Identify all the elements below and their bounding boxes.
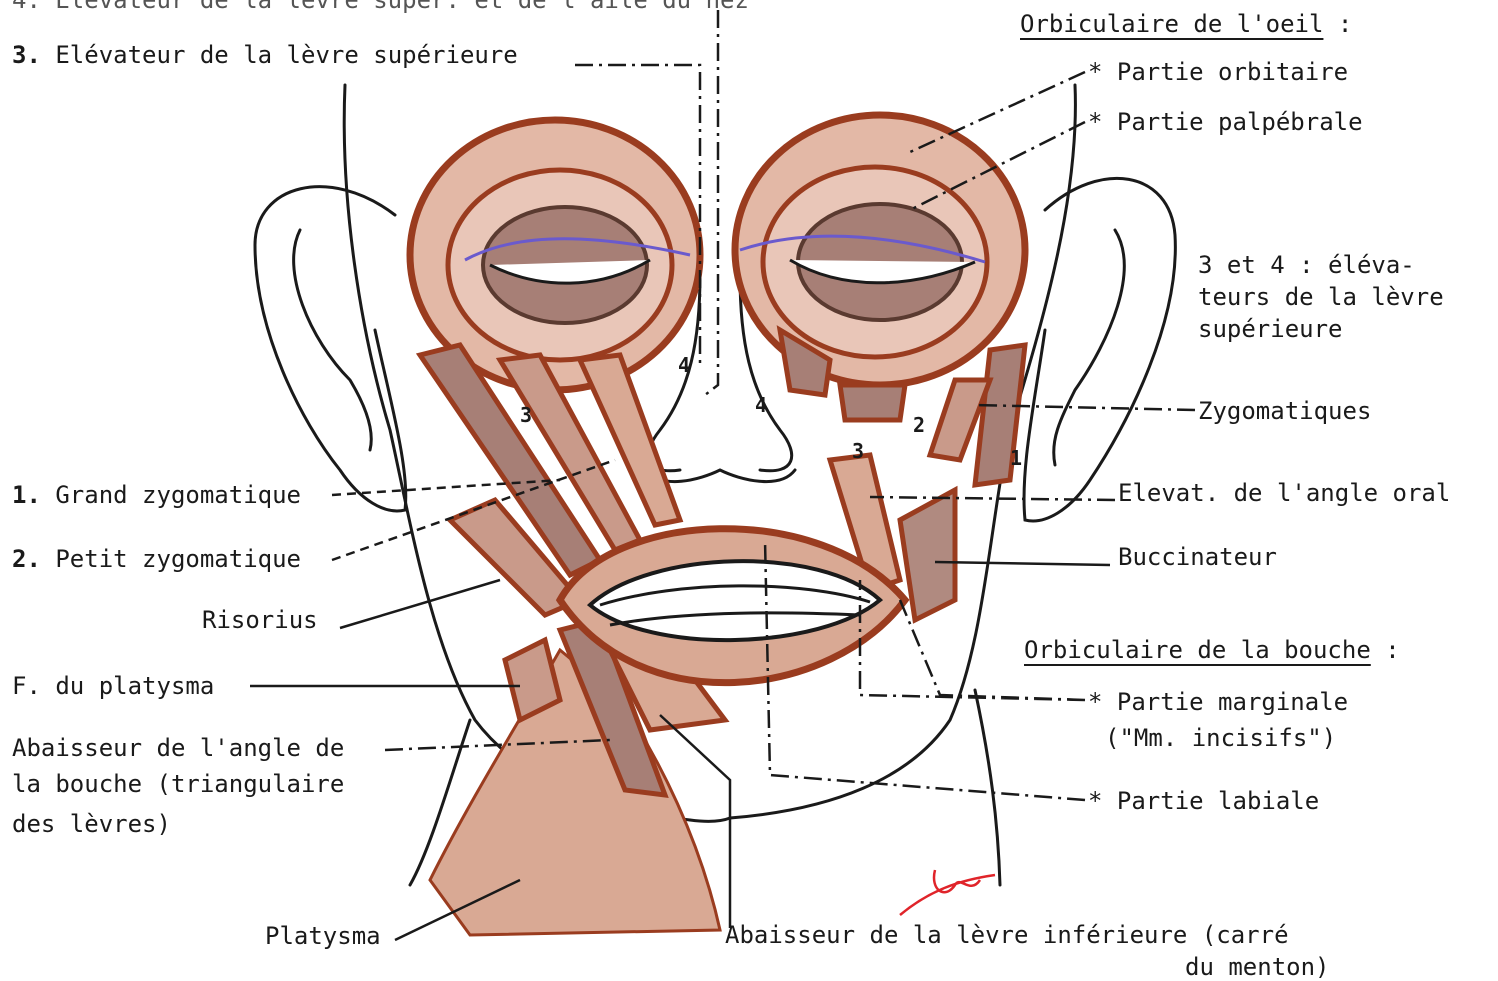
label-top-cut: 4. Elévateur de la lèvre supér. et de l'… (12, 0, 749, 12)
heading-bouche-colon: : (1385, 636, 1399, 664)
heading-bouche-text: Orbiculaire de la bouche (1024, 636, 1371, 664)
label-2-text: Petit zygomatique (55, 545, 301, 573)
heading-oeil-colon: : (1338, 10, 1352, 38)
label-3-text: Elévateur de la lèvre supérieure (55, 41, 517, 69)
mark-1-right: 1 (1010, 446, 1022, 470)
label-elevat-angle-oral: Elevat. de l'angle oral (1118, 481, 1450, 505)
mark-4-right: 4 (755, 393, 767, 417)
label-abaisseur-angle-line3: des lèvres) (12, 812, 171, 836)
label-eleva-line3: supérieure (1198, 317, 1343, 341)
right-ear-inner (1054, 230, 1125, 465)
label-abaisseur-angle-line1: Abaisseur de l'angle de (12, 736, 344, 760)
heading-orbiculaire-oeil: Orbiculaire de l'oeil : (1020, 12, 1352, 36)
label-risorius: Risorius (202, 608, 318, 632)
mark-3-left: 3 (520, 403, 532, 427)
label-1-text: Grand zygomatique (55, 481, 301, 509)
label-platysma: Platysma (265, 924, 381, 948)
label-petit-zygomatique: 2. Petit zygomatique (12, 547, 301, 571)
label-mm-incisifs: ("Mm. incisifs") (1105, 726, 1336, 750)
right-neck (975, 690, 1000, 885)
label-f-platysma: F. du platysma (12, 674, 214, 698)
label-zygomatiques: Zygomatiques (1198, 399, 1371, 423)
label-abaisseur-levre-line1: Abaisseur de la lèvre inférieure (carré (725, 923, 1289, 947)
label-elevateur-levre: 3. Elévateur de la lèvre supérieure (12, 43, 518, 67)
label-grand-zygomatique: 1. Grand zygomatique (12, 483, 301, 507)
leader-lines (250, 10, 1195, 940)
mark-4-left: 4 (678, 353, 690, 377)
label-abaisseur-levre-line2: du menton) (1185, 955, 1330, 979)
left-ear (255, 187, 406, 511)
label-eleva-line1: 3 et 4 : éléva- (1198, 253, 1415, 277)
mark-3-right: 3 (852, 439, 864, 463)
label-partie-marginale: * Partie marginale (1088, 690, 1348, 714)
leader-risorius (340, 580, 500, 628)
leader-buccinateur (935, 562, 1110, 565)
label-eleva-line2: teurs de la lèvre (1198, 285, 1444, 309)
chin-contour (690, 818, 730, 821)
label-partie-palpebrale: * Partie palpébrale (1088, 110, 1363, 134)
right-orbicularis-oculi (735, 115, 1025, 385)
label-partie-labiale: * Partie labiale (1088, 789, 1319, 813)
right-levator-labii (840, 385, 905, 420)
artist-signature (900, 870, 995, 915)
leader-top-vertical (705, 10, 718, 395)
label-abaisseur-angle-line2: la bouche (triangulaire (12, 772, 344, 796)
heading-oeil-text: Orbiculaire de l'oeil (1020, 10, 1323, 38)
label-buccinateur: Buccinateur (1118, 545, 1277, 569)
mark-2-right: 2 (913, 413, 925, 437)
label-1-number: 1. (12, 481, 41, 509)
label-partie-orbitaire: * Partie orbitaire (1088, 60, 1348, 84)
label-2-number: 2. (12, 545, 41, 573)
label-3-number: 3. (12, 41, 41, 69)
heading-orbiculaire-bouche: Orbiculaire de la bouche : (1024, 638, 1400, 662)
